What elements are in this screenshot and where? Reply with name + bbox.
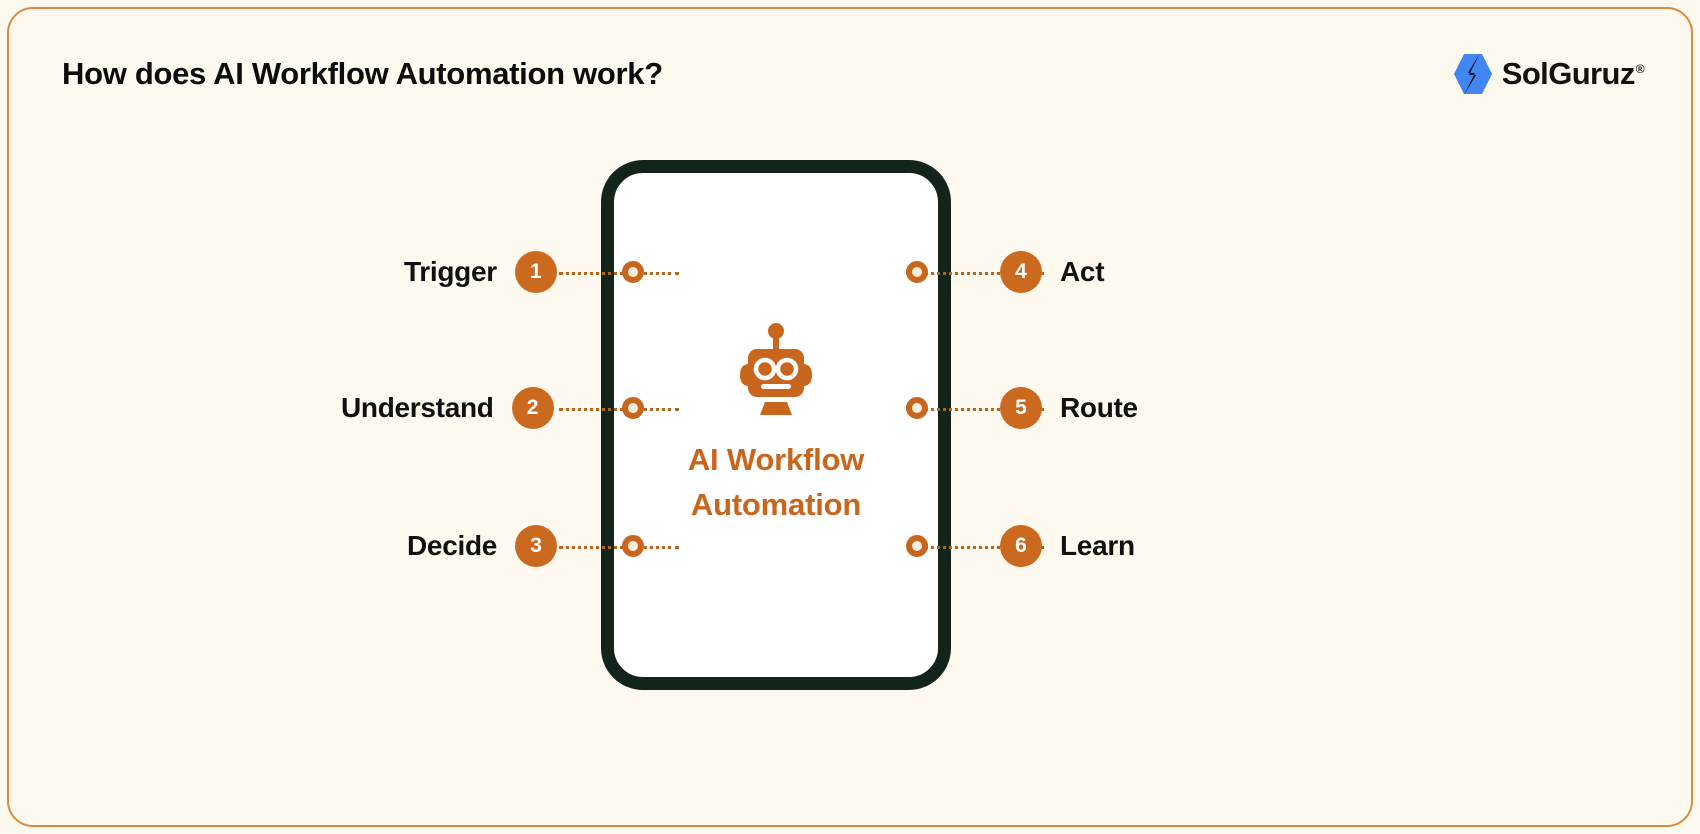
node-act[interactable]: 4 Act xyxy=(1000,251,1105,293)
logo-name: SolGuruz xyxy=(1501,56,1636,91)
node-badge-5: 5 xyxy=(1000,387,1042,429)
node-decide[interactable]: Decide 3 xyxy=(407,525,558,567)
node-route[interactable]: 5 Route xyxy=(1000,387,1138,429)
node-label-trigger: Trigger xyxy=(404,256,497,287)
card-port-left-2 xyxy=(622,397,644,419)
node-learn[interactable]: 6 Learn xyxy=(1000,525,1135,567)
card-content: AI Workflow Automation xyxy=(614,173,938,677)
card-title-line-2: Automation xyxy=(690,487,862,522)
page-title: How does AI Workflow Automation work? xyxy=(62,56,663,91)
card-port-right-4 xyxy=(906,261,928,283)
node-trigger[interactable]: Trigger 1 xyxy=(404,251,557,293)
registered-trademark-icon: ® xyxy=(1635,61,1645,76)
node-label-learn: Learn xyxy=(1060,530,1135,561)
node-label-decide: Decide xyxy=(407,530,498,561)
ai-workflow-card: AI Workflow Automation xyxy=(601,160,951,690)
connector-line-1 xyxy=(559,272,679,275)
node-badge-1: 1 xyxy=(514,251,557,293)
connector-line-2 xyxy=(559,408,679,411)
connector-line-4 xyxy=(924,272,1044,275)
node-label-understand: Understand xyxy=(341,392,494,423)
node-badge-2: 2 xyxy=(511,387,554,429)
card-title-line-1: AI Workflow xyxy=(687,442,865,478)
node-badge-6: 6 xyxy=(1000,525,1042,567)
solguruz-logo: SolGuruz® xyxy=(1450,50,1645,98)
card-port-right-5 xyxy=(906,397,928,419)
connector-line-3 xyxy=(559,546,679,549)
node-badge-4: 4 xyxy=(1000,251,1042,293)
connector-line-5 xyxy=(924,408,1044,411)
solguruz-hexagon-logo-icon xyxy=(1453,53,1492,95)
logo-wordmark: SolGuruz® xyxy=(1501,56,1645,92)
node-understand[interactable]: Understand 2 xyxy=(341,387,554,429)
node-label-act: Act xyxy=(1060,256,1105,287)
card-port-right-6 xyxy=(906,535,928,557)
card-port-left-3 xyxy=(622,535,644,557)
connector-line-6 xyxy=(924,546,1044,549)
card-port-left-1 xyxy=(622,261,644,283)
robot-icon xyxy=(740,323,812,416)
node-badge-3: 3 xyxy=(515,525,558,567)
node-label-route: Route xyxy=(1060,392,1138,423)
card-title: AI Workflow Automation xyxy=(687,438,865,528)
